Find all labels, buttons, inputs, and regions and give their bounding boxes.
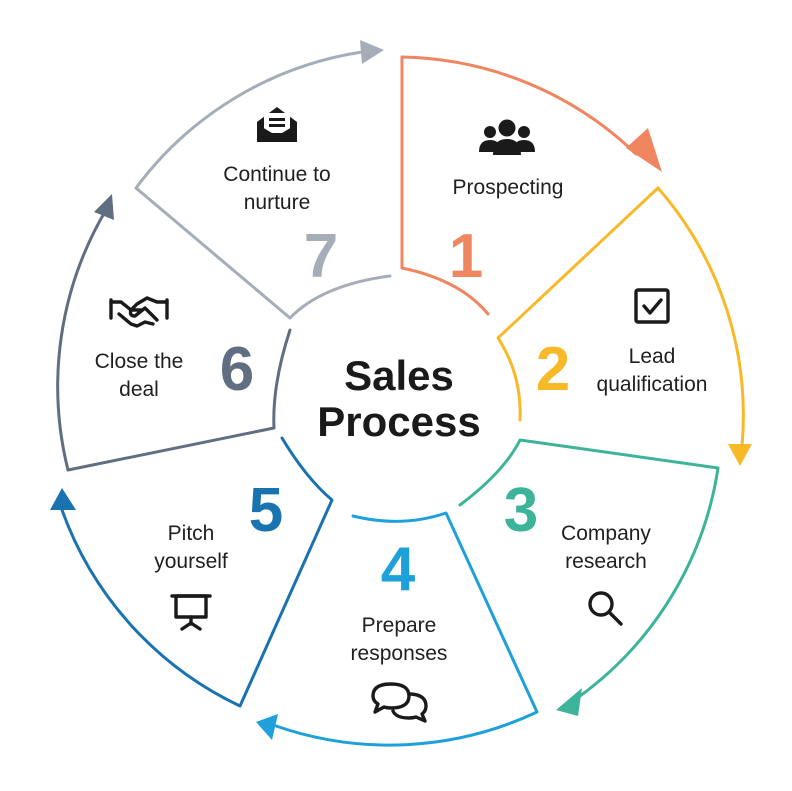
arrow-arc-3 [578,466,720,698]
step-number-5: 5 [249,476,283,545]
handshake-icon [109,296,169,328]
step-label-2-line-1: Lead [629,345,676,368]
open-envelope-icon [257,107,297,142]
step-number-3: 3 [504,476,538,545]
segment-1-outline [400,55,490,316]
step-number-7: 7 [304,222,338,291]
step-number-1: 1 [449,222,483,291]
presentation-board-icon [170,594,212,631]
step-label-7-line-1: Continue to [223,163,330,186]
arrow-arc-4 [274,710,539,747]
step-label-3-line-1: Company [561,522,651,545]
step-label-5-line-1: Pitch [168,522,215,545]
center-title-line-2: Process [317,398,480,445]
arrowhead-7 [360,40,384,64]
step-label-6-line-1: Close the [95,350,184,373]
arrow-arc-2 [656,186,745,448]
arrowhead-1 [626,128,662,172]
arrowhead-2 [728,444,752,466]
step-number-6: 6 [220,335,254,404]
segment-4-outline [351,511,539,714]
step-label-3-line-2: research [565,550,647,573]
arrow-arc-6 [56,208,108,472]
segment-5-outline [238,436,334,708]
step-number-2: 2 [536,335,570,404]
segment-6-outline [66,328,292,472]
arrow-arc-1 [400,55,638,156]
step-label-4-line-1: Prepare [362,614,437,637]
magnifier-icon [588,591,623,626]
segment-2-outline [496,186,660,422]
step-label-2-line-2: qualification [597,373,708,396]
step-label-5-line-2: yourself [154,550,228,573]
arrowhead-4 [256,714,278,740]
arrowhead-3 [556,688,582,716]
segment-3-outline [458,438,720,507]
step-label-6-line-2: deal [119,378,159,401]
center-title-line-1: Sales [344,352,454,399]
checkbox-icon [634,288,670,324]
arrow-arc-7 [134,50,364,190]
arrow-arc-5 [60,508,242,708]
step-number-4: 4 [381,535,416,604]
arrowhead-5 [50,488,76,510]
arrowhead-6 [94,194,114,220]
step-label-1: Prospecting [453,176,564,199]
people-group-icon [479,119,535,155]
step-label-4-line-2: responses [351,642,448,665]
step-label-7-line-2: nurture [244,191,311,214]
segment-7-outline [134,186,392,320]
chat-bubbles-icon [371,682,428,723]
